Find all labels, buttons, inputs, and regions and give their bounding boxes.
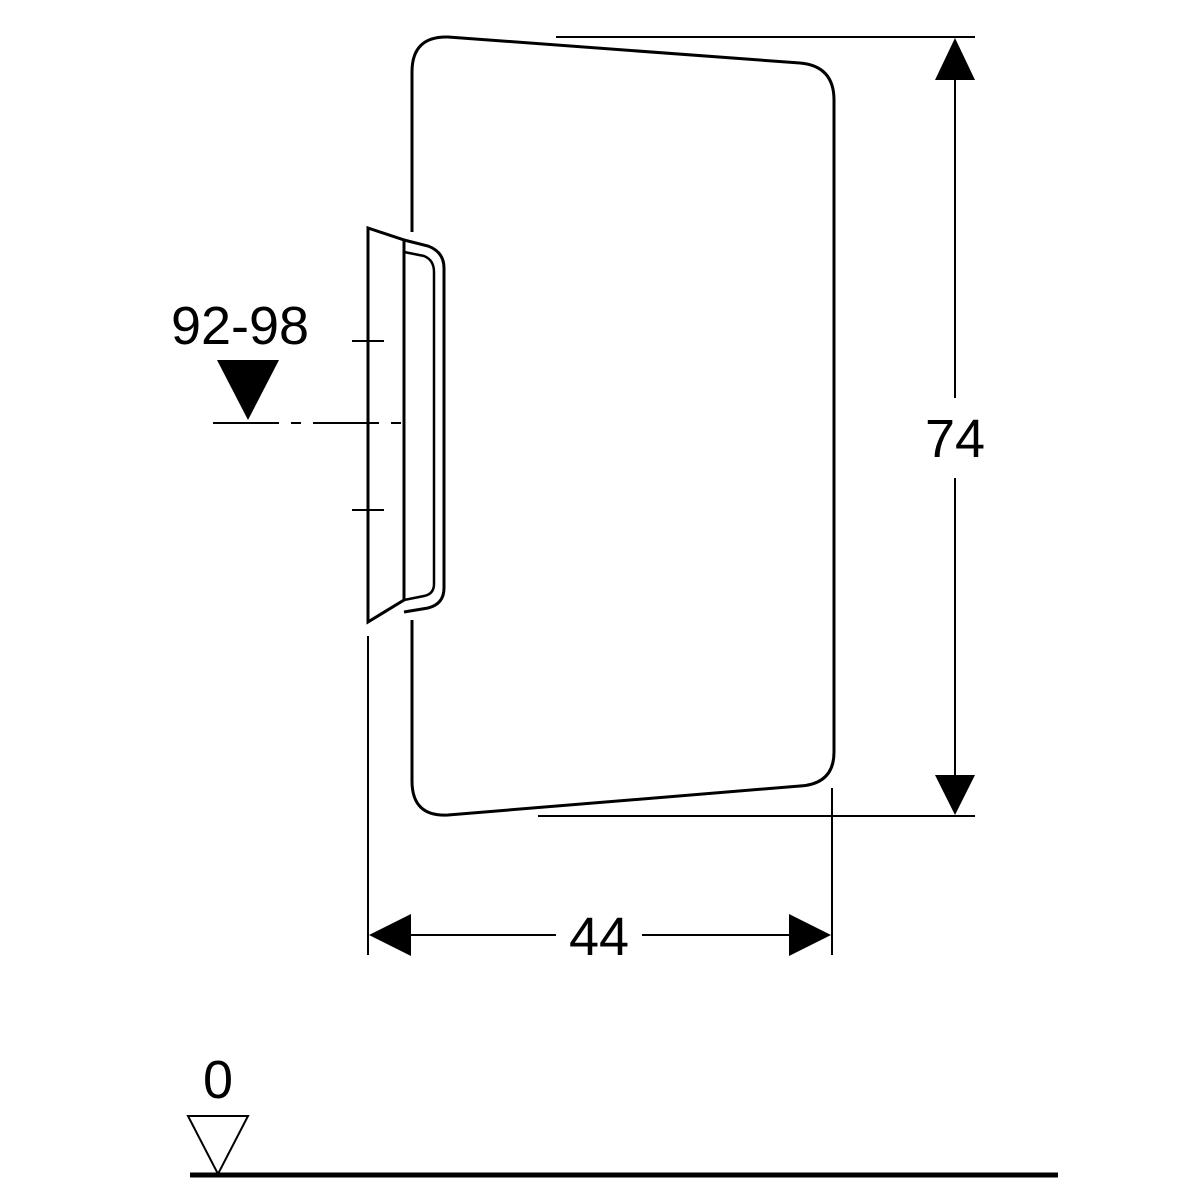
urinal-body-outline [410, 35, 836, 817]
mounting-height-label: 92-98 [171, 296, 309, 356]
height-dimension-label: 74 [925, 409, 985, 469]
mounting-bracket [366, 225, 406, 625]
arrow-right-icon [789, 914, 831, 956]
arrow-left-icon [369, 914, 411, 956]
depth-dimension-label: 44 [569, 907, 629, 967]
bracket-hook-outer [403, 238, 446, 614]
mounting-height-marker-icon [217, 360, 279, 420]
arrow-up-icon [935, 38, 975, 80]
floor-level-label: 0 [203, 1050, 233, 1110]
bracket-hook-inner [403, 250, 436, 602]
floor-level-marker-icon [186, 1115, 250, 1177]
arrow-down-icon [935, 775, 975, 815]
